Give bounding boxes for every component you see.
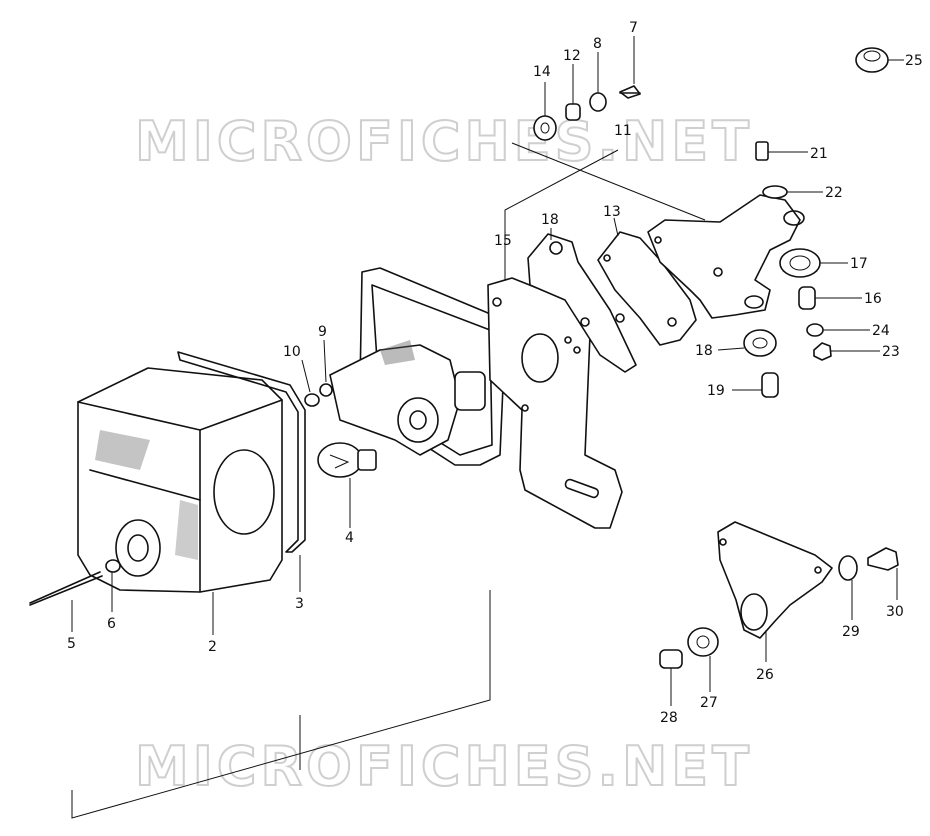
lower-bracket-26 [659,521,899,669]
callout-18-lower: 18 [695,343,713,359]
lamp-socket-base [329,267,506,466]
callout-10: 10 [283,344,301,360]
callout-6: 6 [107,616,116,632]
callout-18-upper: 18 [541,212,559,228]
callout-22: 22 [825,185,843,201]
leader-lines [71,36,904,706]
callout-3: 3 [295,596,304,612]
callout-17: 17 [850,256,868,272]
callout-5: 5 [67,636,76,652]
callout-15: 15 [494,233,512,249]
nut-washer-9-10 [304,383,333,407]
callout-29: 29 [842,624,860,640]
small-hardware [29,47,889,606]
callout-12: 12 [563,48,581,64]
lamp-gasket [177,351,306,553]
callout-25: 25 [905,53,923,69]
callout-8: 8 [593,36,602,52]
callout-21: 21 [810,146,828,162]
callout-4: 4 [345,530,354,546]
watermark-top: MICROFICHES.NET [135,110,753,173]
bracket-13 [597,231,697,346]
callout-28: 28 [660,710,678,726]
callout-14: 14 [533,64,551,80]
callout-19: 19 [707,383,725,399]
lamp-bulb [317,442,377,478]
callout-9: 9 [318,324,327,340]
callout-23: 23 [882,344,900,360]
assembly-bracket-lines [71,142,706,819]
callout-2: 2 [208,639,217,655]
callout-30: 30 [886,604,904,620]
callout-7: 7 [629,20,638,36]
callout-16: 16 [864,291,882,307]
main-bracket-11 [647,194,805,319]
callout-labels: 25 14 12 8 7 11 21 22 18 13 15 17 16 24 … [67,20,923,726]
callout-11: 11 [614,123,632,139]
bracket-plate-18 [527,233,637,373]
callout-24: 24 [872,323,890,339]
callout-27: 27 [700,695,718,711]
watermark-bottom: MICROFICHES.NET [135,735,753,798]
callout-26: 26 [756,667,774,683]
tail-lamp-housing [77,367,283,593]
callout-13: 13 [603,204,621,220]
